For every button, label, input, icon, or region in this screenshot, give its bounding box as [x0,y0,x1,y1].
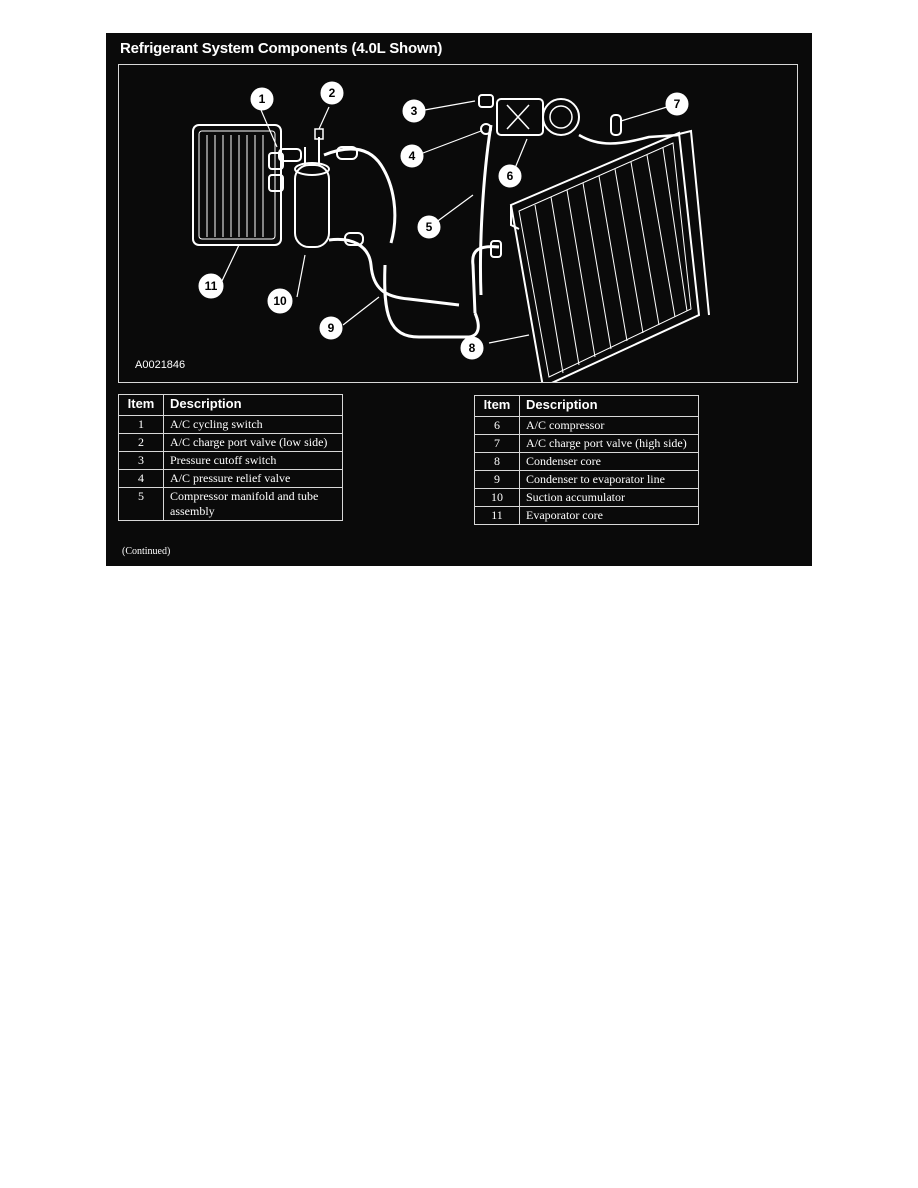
item-description: A/C compressor [519,416,699,435]
item-number: 8 [474,452,520,471]
svg-text:1: 1 [259,92,266,106]
condenser-core-drawing [490,129,710,382]
item-number: 10 [474,488,520,507]
svg-text:3: 3 [411,104,418,118]
item-description: A/C charge port valve (high side) [519,434,699,453]
callout-9: 9 [319,316,343,340]
callout-11: 11 [198,273,224,299]
item-number: 9 [474,470,520,489]
svg-text:5: 5 [426,220,433,234]
evaporator-core-drawing [192,124,284,246]
item-description: A/C charge port valve (low side) [163,433,343,452]
column-header-item: Item [474,395,520,417]
diagram-frame: 1 2 3 4 5 6 7 8 9 10 11 A0021846 [118,64,798,383]
callout-8: 8 [460,336,484,360]
item-number: 3 [118,451,164,470]
item-number: 4 [118,469,164,488]
item-description: Suction accumulator [519,488,699,507]
item-description: Condenser core [519,452,699,471]
callout-5: 5 [417,215,441,239]
callout-4: 4 [400,144,424,168]
callout-10: 10 [267,288,293,314]
svg-text:9: 9 [328,321,335,335]
svg-text:11: 11 [205,279,218,293]
item-number: 6 [474,416,520,435]
figure-code: A0021846 [135,359,186,371]
item-description: A/C cycling switch [163,415,343,434]
svg-text:6: 6 [507,169,514,183]
diagram-title: Refrigerant System Components (4.0L Show… [120,40,443,57]
svg-text:10: 10 [273,294,287,308]
callout-7: 7 [665,92,689,116]
item-description: Condenser to evaporator line [519,470,699,489]
refrigerant-system-illustration: 1 2 3 4 5 6 7 8 9 10 11 [192,81,710,382]
item-number: 7 [474,434,520,453]
column-header-description: Description [163,394,343,416]
suction-accumulator-drawing [278,128,330,248]
column-header-item: Item [118,394,164,416]
svg-text:7: 7 [674,97,681,111]
svg-text:8: 8 [469,341,476,355]
item-number: 2 [118,433,164,452]
svg-text:2: 2 [329,86,336,100]
item-description: Pressure cutoff switch [163,451,343,470]
item-number: 5 [118,487,164,521]
callout-1: 1 [250,87,274,111]
column-header-description: Description [519,395,699,417]
item-description: Compressor manifold and tube assembly [163,487,343,521]
svg-text:4: 4 [409,149,416,163]
callout-3: 3 [402,99,426,123]
compressor-drawing [478,94,580,136]
item-number: 1 [118,415,164,434]
item-number: 11 [474,506,520,525]
item-description: Evaporator core [519,506,699,525]
continued-note: (Continued) [122,546,171,557]
high-side-port-drawing [578,114,680,145]
diagram-panel: Refrigerant System Components (4.0L Show… [106,33,812,566]
item-description: A/C pressure relief valve [163,469,343,488]
callout-2: 2 [320,81,344,105]
callout-6: 6 [498,164,522,188]
